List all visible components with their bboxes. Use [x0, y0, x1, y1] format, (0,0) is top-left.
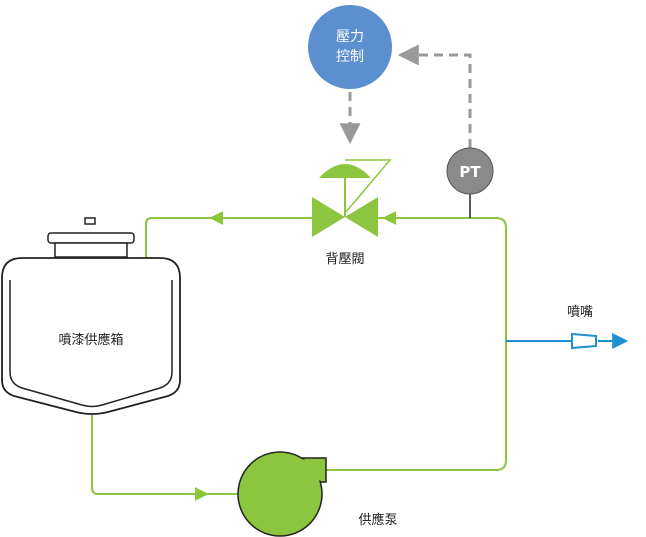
nozzle-icon[interactable] — [571, 332, 597, 350]
transmitter-label: PT — [459, 163, 481, 181]
pressure-transmitter[interactable]: PT — [446, 147, 494, 195]
return-line — [145, 217, 312, 258]
suction-line — [91, 415, 238, 495]
tank-label: 噴漆供應箱 — [58, 332, 123, 348]
discharge-line — [326, 217, 507, 471]
supply-pump[interactable] — [237, 451, 327, 537]
back-pressure-valve[interactable] — [312, 159, 392, 237]
pump-label: 供應泵 — [358, 512, 397, 528]
controller-label-line2: 控制 — [336, 49, 364, 65]
nozzle-label: 噴嘴 — [567, 305, 593, 320]
controller-label-line1: 壓力 — [336, 29, 364, 45]
pressure-controller[interactable]: 壓力 控制 — [308, 5, 392, 89]
paint-supply-tank[interactable] — [1, 217, 181, 415]
signal-line-feedback — [397, 44, 472, 148]
valve-label: 背壓閥 — [325, 252, 364, 267]
